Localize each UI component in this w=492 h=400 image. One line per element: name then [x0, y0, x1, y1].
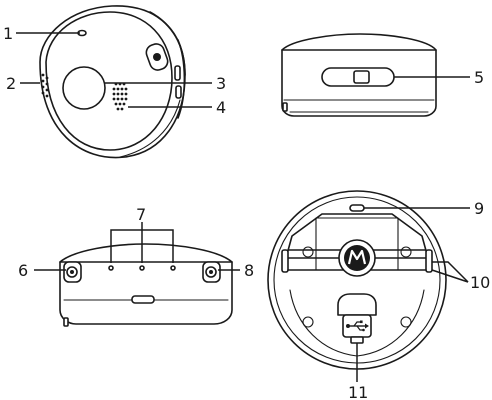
top-notch [349, 204, 365, 212]
view-bottom-edge [34, 222, 240, 327]
left-button [63, 261, 82, 283]
left-mic-grille [41, 73, 49, 98]
callout-6: 6 [18, 261, 28, 280]
callout-2: 2 [6, 74, 16, 93]
view-back [267, 190, 470, 382]
mic-hole-3 [170, 265, 176, 271]
right-speaker-grille [112, 82, 128, 111]
callout-3: 3 [216, 74, 226, 93]
right-button [202, 261, 221, 283]
view-front-angle [16, 5, 212, 159]
callout-10: 10 [470, 273, 490, 292]
callout-8: 8 [244, 261, 254, 280]
callout-11: 11 [348, 383, 368, 400]
side-switch [145, 43, 169, 71]
usb-icon [346, 320, 369, 332]
camera-lens [62, 66, 106, 110]
mic-hole-1 [108, 265, 114, 271]
callout-1: 1 [3, 24, 13, 43]
privacy-switch [353, 70, 370, 84]
rubber-pad-left [281, 249, 289, 273]
motorola-logo-icon [338, 239, 376, 277]
mic-hole-2 [139, 265, 145, 271]
usb-port [337, 293, 377, 344]
callout-7: 7 [136, 205, 146, 224]
callout-4: 4 [216, 98, 226, 117]
callout-5: 5 [474, 68, 484, 87]
callout-9: 9 [474, 199, 484, 218]
view-side [281, 33, 470, 117]
rubber-pad-right [425, 249, 433, 273]
